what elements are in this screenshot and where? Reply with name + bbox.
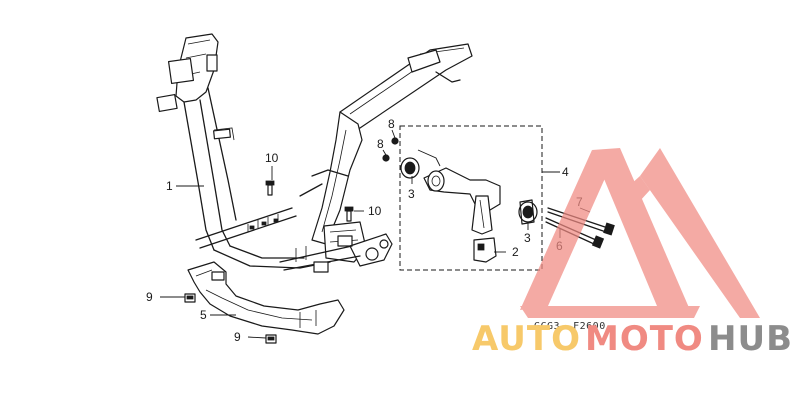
watermark-triangle-icon (520, 148, 760, 318)
callout-5: 5 (200, 308, 207, 322)
watermark-word-moto: MOTO (585, 319, 704, 359)
bolt-lower (344, 206, 354, 222)
clip-lower (265, 334, 277, 344)
callout-10-lower: 10 (368, 204, 382, 218)
watermark-word-auto: AUTO (472, 319, 581, 359)
callout-1: 1 (166, 179, 173, 193)
callout-3-right: 3 (524, 231, 531, 245)
bolt-upper (265, 180, 275, 196)
callout-8-lower: 8 (377, 137, 384, 151)
drawing-code: GCG3- F2600 (534, 321, 606, 332)
hanger-bolt-upper (547, 207, 615, 236)
callout-2: 2 (512, 245, 519, 259)
callout-10-upper: 10 (265, 151, 279, 165)
nut-upper (391, 137, 399, 145)
watermark-logo: AUTO MOTO HUB (472, 148, 793, 359)
callout-9-upper: 9 (146, 290, 153, 304)
callout-8-upper: 8 (388, 117, 395, 131)
clip-upper (184, 293, 196, 303)
callout-4: 4 (562, 165, 569, 179)
leader-lines (160, 129, 591, 339)
callout-3-left: 3 (408, 187, 415, 201)
under-cover (187, 261, 345, 335)
engine-hanger-assy (399, 125, 543, 271)
nut-lower (382, 154, 390, 162)
callout-9-lower: 9 (234, 330, 241, 344)
main-frame (156, 33, 473, 273)
callout-labels: 1 2 3 3 4 5 6 7 8 8 9 9 10 10 GCG3- F260… (146, 117, 606, 344)
watermark-word-hub: HUB (708, 319, 793, 359)
